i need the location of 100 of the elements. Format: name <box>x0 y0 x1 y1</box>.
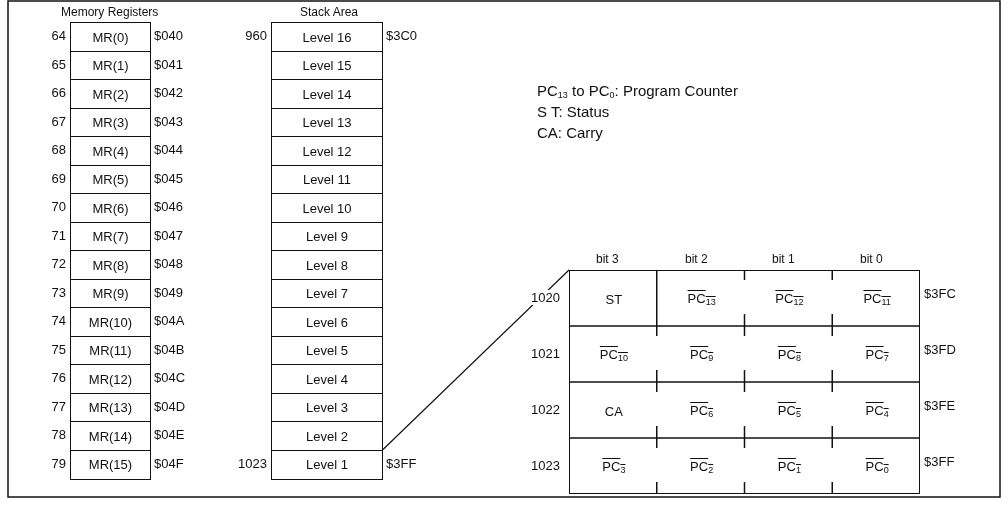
register-cell <box>70 107 151 138</box>
decimal-address: 1023 <box>530 458 561 473</box>
bit-field-label: PC$_{11}$ <box>863 291 891 307</box>
stack-level-cell <box>271 364 383 394</box>
register-cell <box>70 278 151 309</box>
projection-line <box>382 269 570 451</box>
stack-level-cell <box>271 193 383 223</box>
bit-field-label: PC$_{7}$ <box>865 347 889 363</box>
cell-label: MR(12) <box>88 371 133 387</box>
decimal-address: 67 <box>51 113 66 129</box>
cell-label: Level 16 <box>302 29 352 45</box>
hex-address: $047 <box>154 227 183 243</box>
stack-level-cell <box>271 335 383 366</box>
cell-label: Level 2 <box>306 428 348 444</box>
stack-level-cell <box>271 392 383 423</box>
register-cell <box>70 136 151 166</box>
bit-field-label: ST <box>605 291 623 307</box>
hex-address: $04E <box>154 427 185 442</box>
decimal-address: 75 <box>51 341 66 357</box>
legend-text: S T: Status <box>537 103 610 120</box>
decimal-address: 64 <box>51 28 66 43</box>
bit-field-label: PC$_{13}$ <box>687 291 716 307</box>
bit-field-label: PC$_{8}$ <box>777 347 801 363</box>
stack-level-cell <box>271 449 383 480</box>
decimal-address: 76 <box>51 370 66 385</box>
cell-label: Level 7 <box>306 286 348 301</box>
decimal-address: 960 <box>245 28 267 43</box>
hex-address: $046 <box>154 199 183 214</box>
hex-address: $04D <box>154 398 186 414</box>
cell-label: Level 3 <box>306 400 348 415</box>
hex-address: $3FF <box>386 455 417 471</box>
bit-field-label: PC$_{12}$ <box>775 291 804 307</box>
hex-address: $04C <box>154 370 186 385</box>
register-cell <box>70 79 151 109</box>
hex-address: $3FF <box>924 454 955 469</box>
decimal-address: 72 <box>51 256 66 271</box>
hex-address: $049 <box>154 284 183 300</box>
cell-label: Level 5 <box>306 343 348 358</box>
cell-label: Level 11 <box>302 172 352 187</box>
cell-label: MR(2) <box>92 86 129 102</box>
decimal-address: 1021 <box>530 346 561 361</box>
hex-address: $04A <box>154 313 185 328</box>
stack-level-cell <box>271 79 383 109</box>
decimal-address: 71 <box>51 227 66 243</box>
decimal-address: 1022 <box>530 402 561 417</box>
legend-text: PC$_{13}$ to PC$_{0}$: Program Counter <box>537 82 738 100</box>
stack-level-cell <box>271 278 383 309</box>
cell-label: Level 10 <box>302 200 352 216</box>
register-cell <box>70 164 151 195</box>
hex-address: $044 <box>154 142 183 157</box>
cell-label: MR(6) <box>92 200 129 216</box>
decimal-address: 77 <box>51 398 66 414</box>
stack-level-cell <box>271 221 383 252</box>
bit-field-label: PC$_{6}$ <box>690 403 714 419</box>
hex-address: $042 <box>154 85 183 100</box>
column-heading: bit 1 <box>772 252 795 266</box>
cell-label: Level 13 <box>302 115 352 130</box>
cell-label: Level 15 <box>302 58 352 73</box>
column-heading: Stack Area <box>300 5 359 19</box>
cell-label: MR(15) <box>88 457 133 472</box>
hex-address: $3FE <box>924 398 956 413</box>
decimal-address: 1023 <box>238 455 267 471</box>
cell-label: MR(7) <box>92 229 129 244</box>
column-heading: bit 0 <box>860 252 883 266</box>
hex-address: $040 <box>154 28 183 43</box>
cell-label: Level 9 <box>306 229 348 244</box>
hex-address: $048 <box>154 256 183 271</box>
cell-label: Level 1 <box>306 457 348 472</box>
hex-address: $3FD <box>924 342 956 357</box>
hex-address: $041 <box>154 56 183 72</box>
column-heading: bit 2 <box>685 252 708 266</box>
cell-label: Level 12 <box>302 143 352 159</box>
cell-label: MR(14) <box>88 428 133 444</box>
cell-label: MR(4) <box>92 143 129 159</box>
stack-level-cell <box>271 164 383 195</box>
cell-label: Level 4 <box>306 371 348 387</box>
bit-field-label: PC$_{4}$ <box>865 403 889 419</box>
hex-address: $043 <box>154 113 183 129</box>
register-cell <box>70 221 151 252</box>
bit-field-label: PC$_{3}$ <box>602 459 626 475</box>
decimal-address: 79 <box>51 455 66 471</box>
cell-label: MR(9) <box>92 286 129 301</box>
hex-address: $04B <box>154 341 185 357</box>
cell-label: Level 8 <box>306 257 348 273</box>
stack-level-cell <box>271 22 383 52</box>
decimal-address: 78 <box>51 427 66 442</box>
bit-field-label: CA <box>604 403 623 419</box>
hex-address: $04F <box>154 455 184 471</box>
decimal-address: 74 <box>51 313 66 328</box>
bit-field-label: PC$_{1}$ <box>777 459 801 475</box>
cell-label: MR(8) <box>92 257 129 273</box>
hex-address: $045 <box>154 170 183 186</box>
stack-level-cell <box>271 107 383 138</box>
hex-address: $3FC <box>924 286 956 301</box>
decimal-address: 68 <box>51 142 66 157</box>
bit-field-label: PC$_{0}$ <box>865 459 889 475</box>
cell-label: MR(0) <box>92 29 129 45</box>
register-cell <box>70 50 151 81</box>
decimal-address: 70 <box>51 199 66 214</box>
cell-label: Level 6 <box>306 314 348 330</box>
